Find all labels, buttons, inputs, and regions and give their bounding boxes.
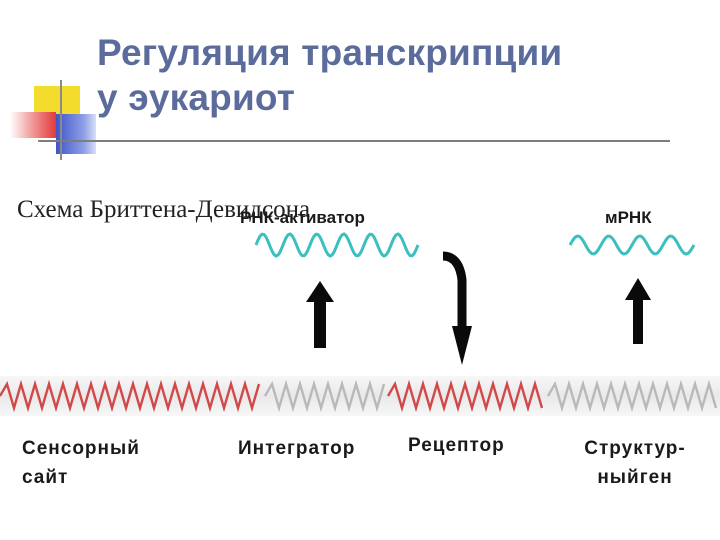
dna-structural-gene-segment bbox=[546, 379, 718, 413]
dna-sensor-site-segment bbox=[0, 379, 261, 413]
slide-title-line2: у эукариот bbox=[97, 77, 296, 118]
accent-vertical-line bbox=[60, 80, 62, 160]
structural-gene-label: Структур- ныйген bbox=[567, 434, 703, 492]
sensor-site-label: Сенсорный сайт bbox=[22, 434, 140, 492]
dna-integrator-segment bbox=[263, 379, 386, 413]
receptor-label: Рецептор bbox=[408, 435, 505, 456]
integrator-label: Интегратор bbox=[238, 438, 356, 459]
rna-activator-wave bbox=[254, 232, 420, 258]
structural-gene-label-line1: Структур- bbox=[584, 438, 686, 459]
slide-subtitle: Схема Бриттена-Девидсона bbox=[17, 196, 311, 223]
accent-red-block bbox=[10, 112, 56, 138]
dna-strand bbox=[0, 379, 718, 413]
dna-receptor-segment bbox=[386, 379, 544, 413]
structural-gene-label-line2: ныйген bbox=[597, 467, 673, 488]
structural-gene-up-arrow bbox=[625, 278, 651, 344]
accent-blue-block bbox=[56, 114, 96, 154]
title-underline bbox=[40, 140, 670, 142]
mrna-label: мРНК bbox=[605, 208, 652, 227]
activator-to-receptor-arrow bbox=[442, 251, 472, 365]
integrator-up-arrow bbox=[306, 281, 334, 348]
mrna-wave bbox=[568, 234, 696, 256]
slide-title-line1: Регуляция транскрипции bbox=[97, 32, 563, 73]
slide-title: Регуляция транскрипции у эукариот bbox=[97, 30, 697, 120]
sensor-site-label-line1: Сенсорный bbox=[22, 438, 140, 459]
rna-activator-label: РНК-активатор bbox=[240, 208, 365, 227]
sensor-site-label-line2: сайт bbox=[22, 467, 69, 488]
